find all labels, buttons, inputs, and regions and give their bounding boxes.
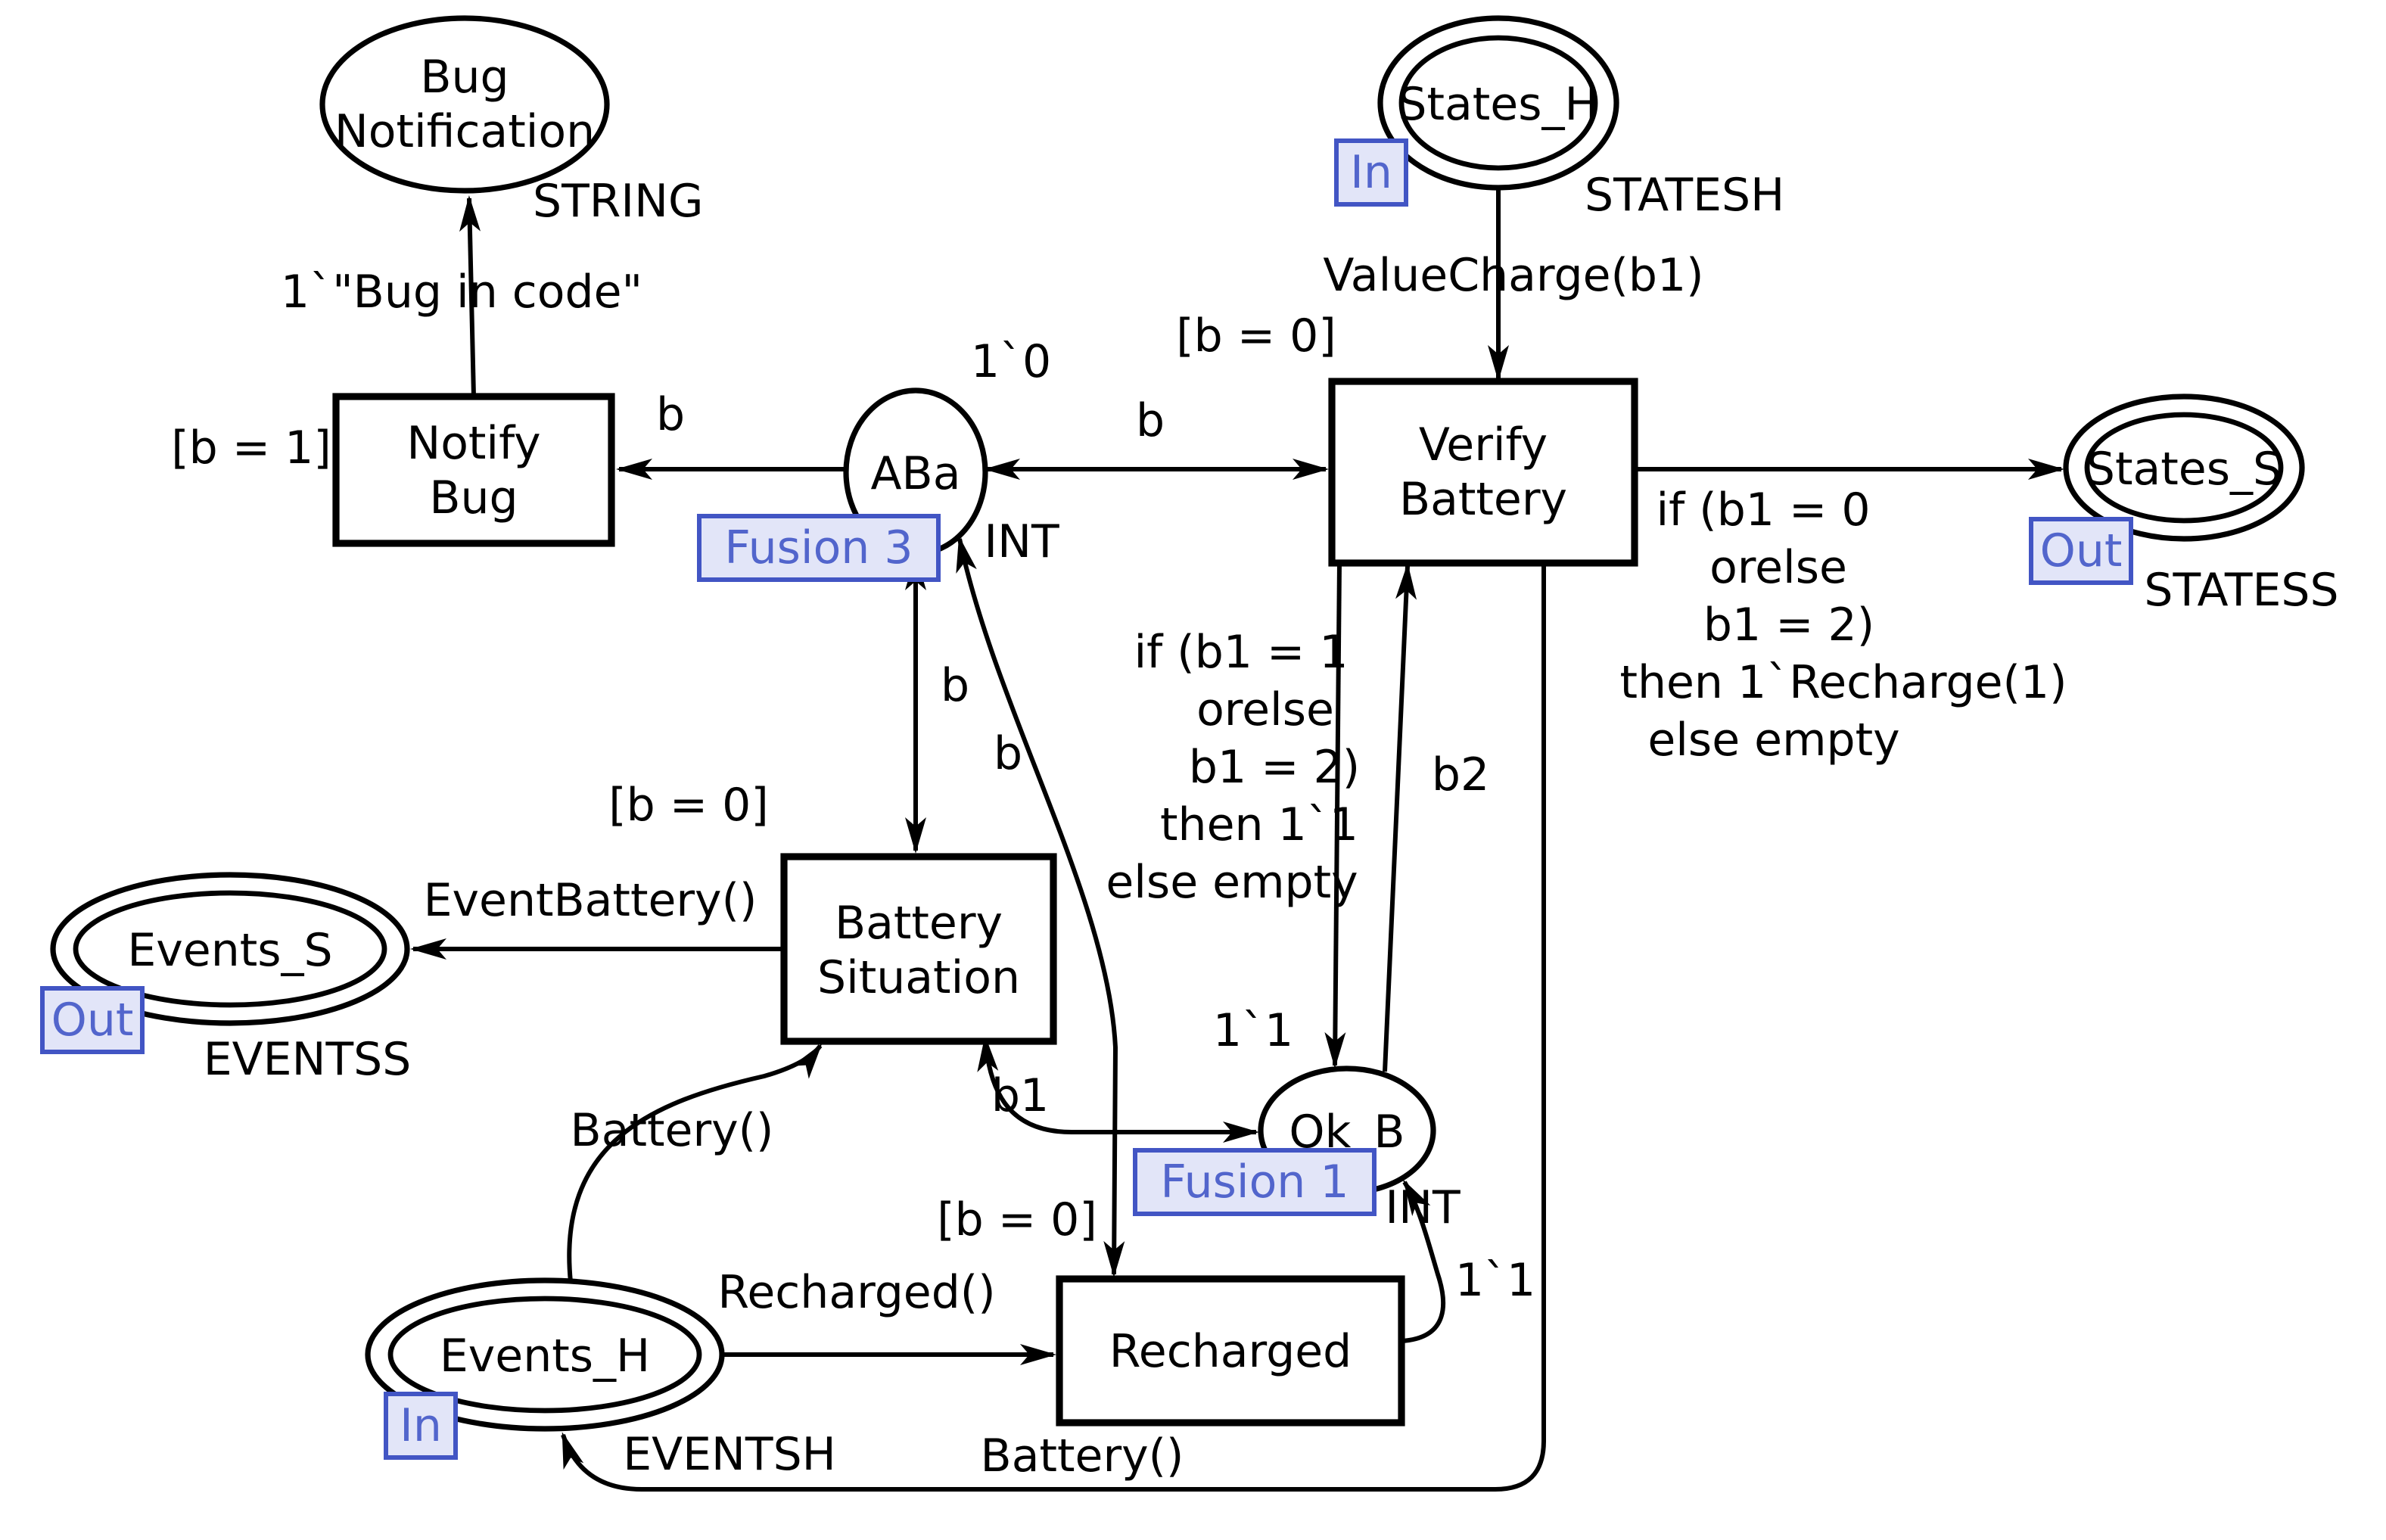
colorset-label-eventss: EVENTSS [204,1033,412,1086]
transition-verify-battery-label-line1: Verify [1419,418,1548,471]
transition-notify-bug-label-line1: Notify [406,417,540,470]
place-states-s-label: States_S [2086,443,2282,496]
fusion-tag-1-okb [1133,1148,1377,1216]
port-tag-in-events-h [384,1392,458,1460]
place-aba-initial-marking: 1`0 [971,335,1051,388]
place-events-s-label: Events_S [127,924,332,977]
transition-battery-situation [780,853,1057,1045]
arc-expression-if-right: if (b1 = 0 orelse b1 = 2) then 1`Recharg… [1619,484,2067,767]
place-bug-notification-label-line2: Notification [334,105,595,158]
arc-recharged-aba-bidirectional-b [956,536,1125,1277]
transition-verify-battery [1328,378,1638,567]
place-states-s-inner-border [2084,412,2284,524]
arc-label-valuecharge-b1: ValueCharge(b1) [1323,249,1703,302]
transition-battery-situation-label-line1: Battery [835,897,1003,950]
colorset-label-statess: STATESS [2144,564,2338,617]
if-left-line3: b1 = 2) [1189,741,1360,794]
if-right-line2: orelse [1709,541,1847,594]
guard-notify-bug: [b = 1] [171,422,331,474]
colorset-label-statesh: STATESH [1585,169,1784,222]
fusion-tag-3-aba-label: Fusion 3 [724,521,913,574]
arc-label-b-to-notifybug: b [656,388,685,441]
guard-verify-battery: [b = 0] [1176,310,1336,362]
if-left-line5: else empty [1106,856,1358,909]
port-tag-out-events-s [40,986,145,1054]
transition-notify-bug [332,393,615,547]
arc-verifybattery-to-eventsh-battery-long [561,563,1546,1492]
transition-recharged-label: Recharged [1109,1325,1352,1378]
port-tag-out-events-s-label: Out [51,994,134,1047]
arc-verifybattery-to-okb [1324,562,1346,1069]
transition-battery-situation-label-line2: Situation [817,951,1020,1004]
place-bug-notification [319,15,610,194]
arc-label-bug-in-code: 1`"Bug in code" [281,266,642,319]
if-right-line5: else empty [1647,714,1899,767]
arc-label-battery-lower: Battery() [981,1430,1184,1482]
port-tag-in-states-h-label: In [1350,146,1392,199]
arc-label-b-aba-verifybattery: b [1136,394,1165,447]
if-left-line2: orelse [1196,683,1334,736]
arc-label-battery-upper: Battery() [571,1104,774,1157]
arc-expression-if-left: if (b1 = 1 orelse b1 = 2) then 1`1 else … [1106,626,1360,909]
place-states-h [1377,15,1619,191]
place-aba-label: ABa [871,447,961,500]
port-tag-in-states-h [1334,138,1408,207]
fusion-tag-3-aba [697,514,941,582]
fusion-tag-1-okb-label: Fusion 1 [1160,1156,1349,1209]
place-states-s [2063,394,2305,542]
guard-battery-situation: [b = 0] [608,779,769,832]
colorset-label-okb-int: INT [1385,1181,1461,1234]
if-right-line1: if (b1 = 0 [1656,484,1870,537]
place-events-h-label: Events_H [440,1330,650,1383]
arc-label-b1: b1 [991,1069,1049,1122]
transition-verify-battery-label-line2: Battery [1399,473,1567,526]
arc-recharged-to-okb-1-1 [1401,1179,1446,1343]
transition-notify-bug-label-line2: Bug [429,471,518,524]
place-states-h-label: States_H [1398,78,1598,131]
place-ok-b-initial-marking: 1`1 [1213,1004,1293,1057]
arc-okb-to-verifybattery-b2 [1383,563,1417,1072]
transition-recharged [1056,1275,1405,1426]
place-events-h-inner-border [387,1296,702,1414]
port-tag-in-events-h-label: In [400,1399,442,1452]
if-left-line4: then 1`1 [1160,798,1358,851]
arc-label-b-recharged-aba: b [994,727,1022,780]
place-states-h-inner-border [1398,35,1598,171]
port-tag-out-states-s-label: Out [2040,524,2123,577]
guard-recharged: [b = 0] [937,1193,1097,1246]
arc-notifybug-to-bugnotification [459,195,481,397]
arc-label-1-1-recharged-okb: 1`1 [1455,1254,1535,1307]
colorset-label-string: STRING [533,175,704,228]
place-events-s-inner-border [73,890,387,1008]
if-right-line3: b1 = 2) [1703,599,1874,652]
arc-label-b2: b2 [1432,748,1489,801]
place-bug-notification-label-line1: Bug [420,51,509,104]
if-right-line4: then 1`Recharge(1) [1619,656,2067,709]
colorset-label-eventsh: EVENTSH [623,1428,836,1481]
port-tag-out-states-s [2029,517,2133,585]
arc-eventsh-to-batterysituation-battery [567,1043,823,1283]
arc-label-eventbattery: EventBattery() [424,874,757,927]
arc-label-b-aba-batterysituation: b [941,659,969,712]
if-left-line1: if (b1 = 1 [1134,626,1348,679]
arc-label-recharged-fn: Recharged() [717,1266,995,1319]
colorset-label-aba-int: INT [984,515,1059,568]
